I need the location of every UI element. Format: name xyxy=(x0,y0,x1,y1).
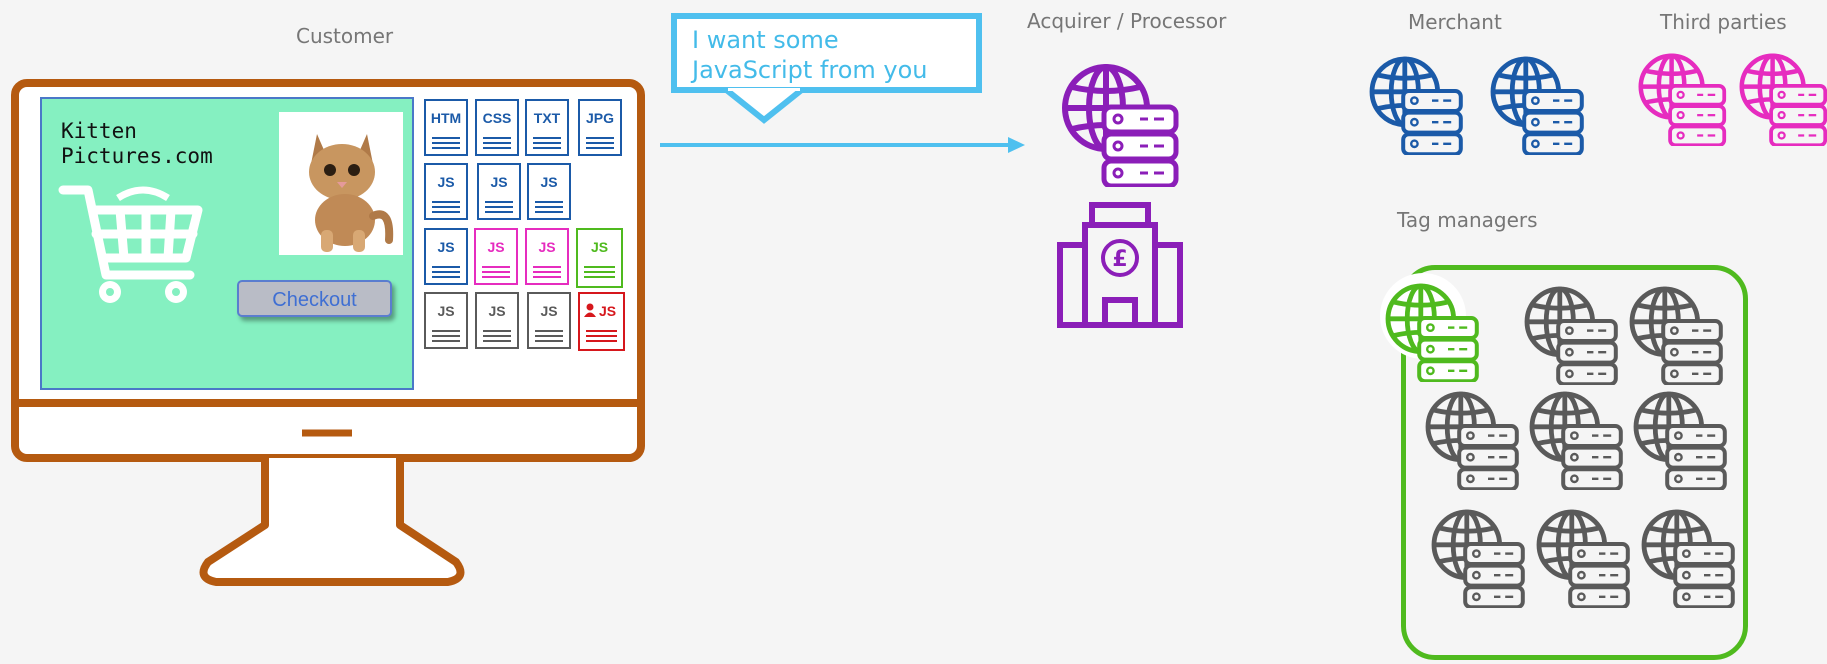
globe-server-icon xyxy=(1739,53,1827,146)
tag-managers-box xyxy=(1401,265,1748,660)
speech-bubble-tail xyxy=(722,88,806,124)
file-tile-label: JS xyxy=(487,239,505,255)
file-tile-js: JS xyxy=(477,163,521,220)
file-tile-css: CSS xyxy=(475,99,519,156)
kitten-icon xyxy=(309,134,394,252)
file-tile-txt: TXT xyxy=(525,99,569,156)
shopping-cart-icon xyxy=(58,185,203,303)
globe-server-icon xyxy=(1490,56,1584,155)
file-tile-js: JS xyxy=(527,163,571,220)
file-tile-js-pink: JS xyxy=(525,228,569,285)
file-tile-js-grey: JS xyxy=(475,292,519,349)
file-tile-htm: HTM xyxy=(424,99,468,156)
tag-managers-label: Tag managers xyxy=(1397,208,1538,232)
file-tile-label: HTM xyxy=(430,110,462,126)
speech-bubble xyxy=(671,13,982,93)
globe-server-icon xyxy=(1536,509,1630,608)
globe-server-icon xyxy=(1529,391,1623,490)
request-arrow xyxy=(660,137,1025,153)
globe-server-icon xyxy=(1431,509,1525,608)
globe-server-icon xyxy=(1369,56,1463,155)
file-tile-label: TXT xyxy=(533,110,561,126)
file-tile-label: JS xyxy=(540,303,558,319)
globe-server-icon xyxy=(1629,286,1723,385)
file-tile-label: JS xyxy=(538,239,556,255)
globe-server-icon xyxy=(1524,286,1618,385)
file-tile-label: JS xyxy=(590,239,609,255)
file-tile-label: JPG xyxy=(585,110,614,126)
checkout-button[interactable]: Checkout xyxy=(237,280,392,317)
file-tile-js-grey: JS xyxy=(527,292,571,349)
acquirer-label: Acquirer / Processor xyxy=(1027,9,1227,33)
file-tile-jpg: JPG xyxy=(578,99,622,156)
file-tile-js: JS xyxy=(424,228,468,285)
file-tile-label: JS xyxy=(540,174,558,190)
merchant-label: Merchant xyxy=(1408,10,1502,34)
globe-server-icon xyxy=(1425,391,1519,490)
file-tile-js-pink: JS xyxy=(474,228,518,285)
file-tile-js-grey: JS xyxy=(424,292,468,349)
third-parties-label: Third parties xyxy=(1660,10,1787,34)
file-tile-label: JS xyxy=(490,174,508,190)
site-name: Kitten Pictures.com xyxy=(61,119,213,168)
file-tile-label: CSS xyxy=(482,110,512,126)
hacker-icon xyxy=(584,303,596,317)
file-tile-label: JS xyxy=(598,303,617,319)
kitten-photo xyxy=(279,112,403,255)
file-tile-js: JS xyxy=(424,163,468,220)
customer-label: Customer xyxy=(296,24,394,48)
globe-server-icon xyxy=(1062,64,1179,187)
globe-server-icon xyxy=(1638,53,1727,146)
file-tile-label: JS xyxy=(437,239,455,255)
file-tile-js-malicious: JS xyxy=(578,292,625,351)
file-tile-js-green: JS xyxy=(576,228,623,288)
globe-server-icon xyxy=(1641,509,1735,608)
bubble-text: I want some JavaScript from you xyxy=(692,26,928,84)
svg-text:£: £ xyxy=(1112,247,1127,272)
file-tile-label: JS xyxy=(488,303,506,319)
bank-building-icon: £ xyxy=(1057,202,1183,328)
globe-server-icon xyxy=(1633,391,1727,490)
file-tile-label: JS xyxy=(437,303,455,319)
globe-server-icon xyxy=(1385,283,1479,382)
file-tile-label: JS xyxy=(437,174,455,190)
